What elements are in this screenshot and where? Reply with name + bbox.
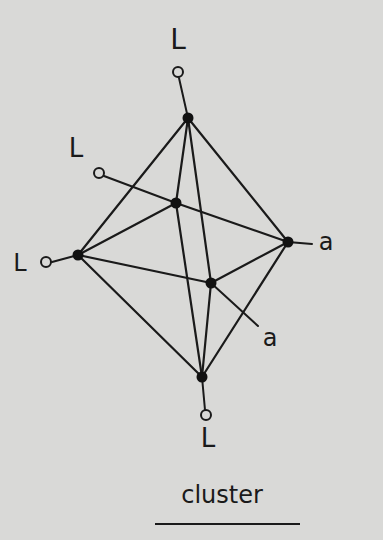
ligand-bonds	[41, 67, 312, 420]
ligand-label: a	[263, 326, 278, 350]
diagram-caption: cluster	[181, 483, 263, 507]
cluster-bonds	[78, 118, 288, 377]
caption-underline	[155, 523, 300, 525]
ligand-label: L	[69, 135, 84, 161]
ligand-label: a	[319, 230, 334, 254]
ligand-label: L	[201, 425, 216, 451]
ligand-label: L	[170, 26, 186, 54]
metal-atoms	[73, 113, 294, 383]
ligand-label: L	[13, 251, 26, 275]
